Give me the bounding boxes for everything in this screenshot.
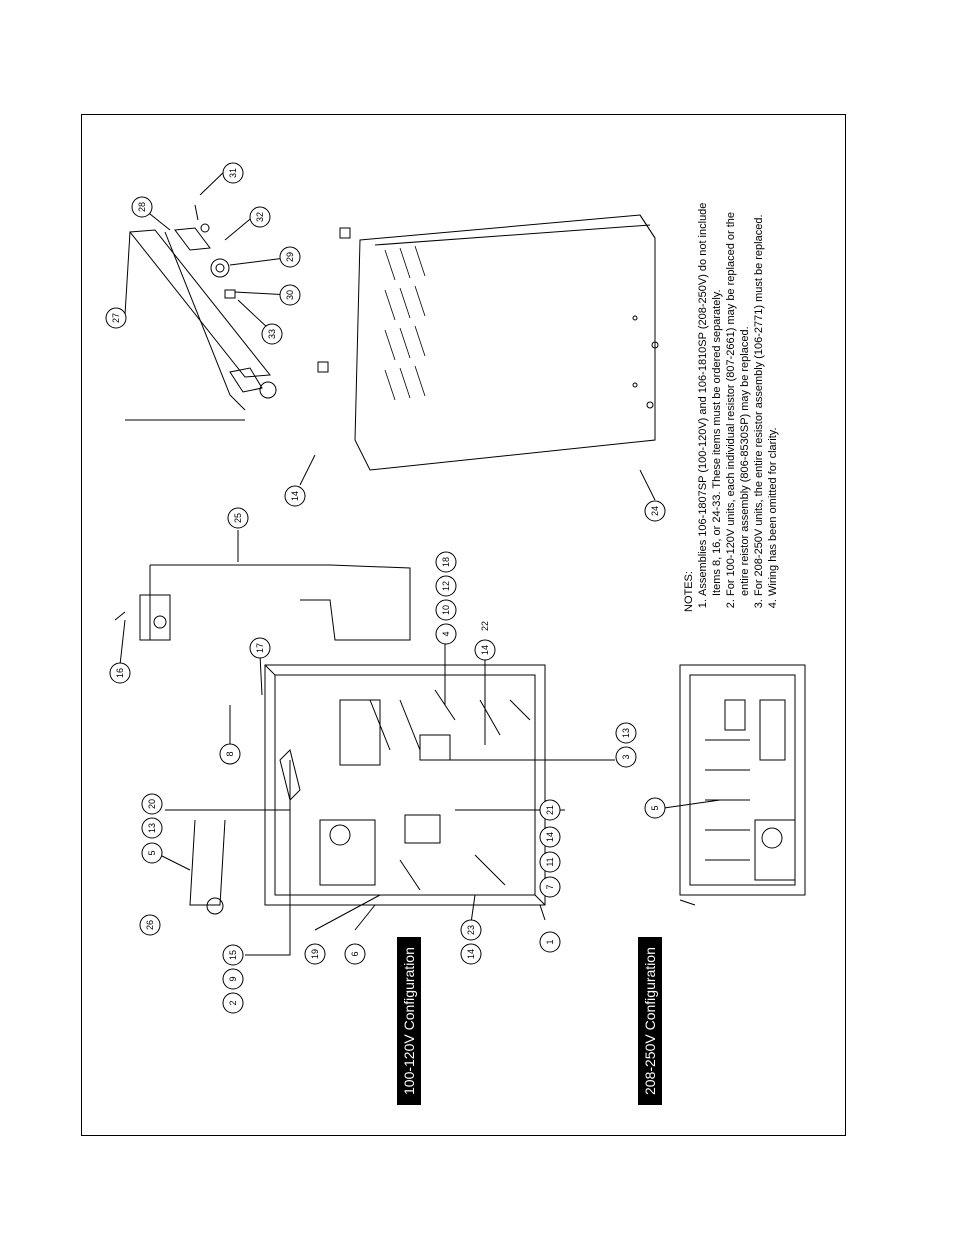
callout-number: 33	[267, 329, 277, 339]
callout-number: 13	[147, 823, 157, 833]
callout-bubble	[105, 307, 127, 329]
callout-bubble	[615, 722, 637, 744]
callout-number: 15	[228, 950, 238, 960]
config-label-low: 100-120V Configuration	[397, 937, 421, 1105]
chassis-low	[189, 664, 546, 915]
callout-number: 28	[137, 202, 147, 212]
callout-bubble	[474, 639, 496, 661]
callout-number: 17	[255, 643, 265, 653]
callouts: 16 25 17 8 20 13 5 26 15 9 2 19 6 14 23 …	[105, 162, 666, 1014]
callout-bubble	[279, 284, 301, 306]
callout-number: 9	[228, 976, 238, 981]
callout-number: 12	[441, 581, 451, 591]
callout-number: 20	[147, 799, 157, 809]
callout-bubble	[539, 931, 561, 953]
callout-number: 19	[310, 949, 320, 959]
callout-number: 3	[621, 754, 631, 759]
callout-bubble	[284, 485, 306, 507]
notes-block: NOTES: Assemblies 106-1807SP (100-120V) …	[682, 192, 780, 612]
callout-bubble	[539, 826, 561, 848]
notes-list: Assemblies 106-1807SP (100-120V) and 106…	[696, 192, 780, 612]
callout-bubble	[435, 623, 457, 645]
callout-number: 29	[285, 252, 295, 262]
callout-number: 21	[545, 805, 555, 815]
callout-number: 23	[466, 925, 476, 935]
top-cover	[317, 214, 659, 471]
tray-assembly	[125, 204, 277, 421]
drawing-frame	[81, 114, 846, 1136]
callout-bubble	[141, 842, 163, 864]
callout-number: 16	[115, 668, 125, 678]
callout-bubble	[249, 206, 271, 228]
callout-bubble	[460, 943, 482, 965]
callout-number: 8	[225, 751, 235, 756]
callout-bubble	[435, 575, 457, 597]
callout-number: 6	[350, 951, 360, 956]
callout-bubble	[141, 793, 163, 815]
callout-bubble	[644, 797, 666, 819]
callout-bubble	[615, 746, 637, 768]
callout-number: 22	[480, 621, 490, 631]
note-item: For 208-250V units, the entire resistor …	[752, 192, 766, 596]
note-item: For 100-120V units, each individual resi…	[724, 192, 752, 596]
callout-number: 26	[145, 920, 155, 930]
handle-lid	[114, 564, 411, 641]
callout-number: 14	[545, 832, 555, 842]
callout-number: 25	[233, 513, 243, 523]
callout-number: 5	[147, 850, 157, 855]
callout-bubble	[141, 817, 163, 839]
callout-number: 30	[285, 290, 295, 300]
callout-bubble	[227, 507, 249, 529]
callout-bubble	[539, 851, 561, 873]
callout-bubble	[644, 500, 666, 522]
callout-number: 31	[228, 168, 238, 178]
callout-bubble	[249, 637, 271, 659]
notes-heading: NOTES:	[683, 571, 695, 612]
callout-number: 11	[545, 857, 555, 866]
callout-bubble	[344, 943, 366, 965]
callout-bubble	[261, 323, 283, 345]
callout-number: 4	[441, 631, 451, 636]
callout-number: 14	[290, 491, 300, 501]
callout-number: 14	[466, 949, 476, 959]
callout-bubble	[539, 799, 561, 821]
callout-number: 32	[255, 212, 265, 222]
callout-number: 2	[228, 1000, 238, 1005]
callout-number: 14	[480, 645, 490, 655]
callout-bubble	[460, 919, 482, 941]
callout-number: 5	[650, 805, 660, 810]
callout-bubble	[222, 162, 244, 184]
callout-bubble	[131, 196, 153, 218]
callout-bubble	[219, 743, 241, 765]
callout-number: 27	[111, 313, 121, 323]
leader-lines	[119, 167, 721, 956]
callout-bubble	[222, 944, 244, 966]
callout-bubble	[139, 914, 161, 936]
chassis-high	[679, 664, 806, 906]
callout-number: 18	[441, 557, 451, 567]
callout-number: 24	[650, 506, 660, 516]
callout-bubble	[435, 551, 457, 573]
callout-bubble	[279, 246, 301, 268]
callout-bubble	[304, 943, 326, 965]
callout-number: 13	[621, 728, 631, 738]
callout-number: 10	[441, 605, 451, 615]
callout-number: 7	[545, 884, 555, 889]
note-item: Assemblies 106-1807SP (100-120V) and 106…	[696, 192, 724, 596]
note-item: Wiring has been omitted for clarity.	[766, 192, 780, 596]
callout-bubble	[222, 992, 244, 1014]
callout-bubble	[222, 968, 244, 990]
config-label-high: 208-250V Configuration	[638, 937, 662, 1105]
callout-bubble	[435, 599, 457, 621]
callout-bubble	[109, 662, 131, 684]
callout-number: 1	[545, 939, 555, 944]
callout-bubble	[539, 876, 561, 898]
